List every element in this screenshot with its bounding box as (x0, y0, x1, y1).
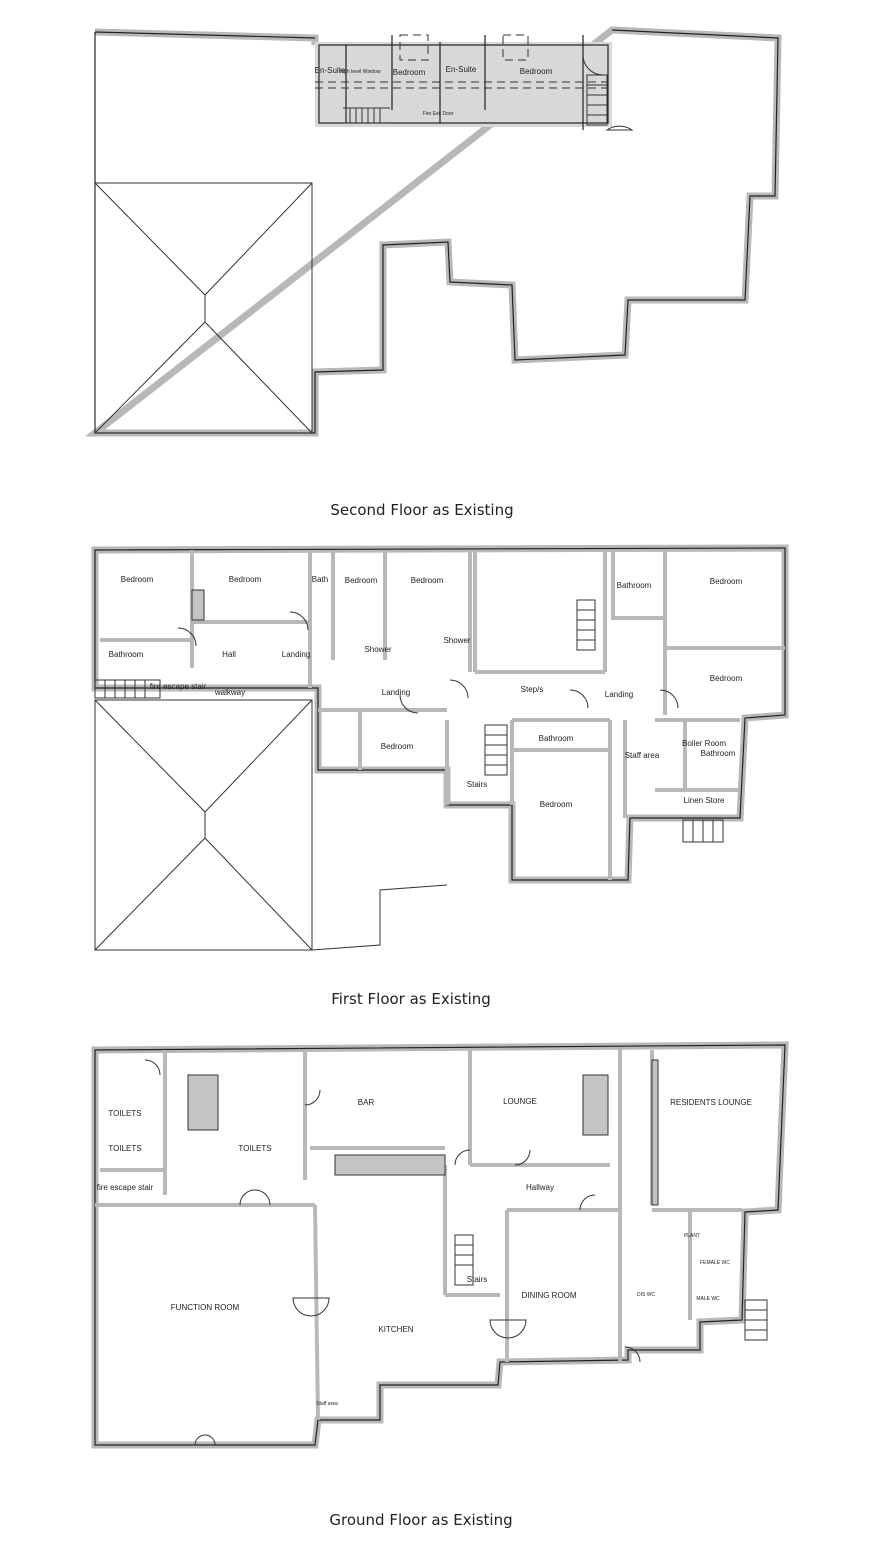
room-label: Shower (364, 645, 391, 654)
room-label: Bedroom (345, 576, 378, 585)
room-label: Landing (382, 688, 410, 697)
hipped-roof (94, 699, 448, 951)
ground-floor-caption: Ground Floor as Existing (329, 1511, 512, 1529)
room-label: Bathroom (701, 749, 736, 758)
room-label: Bathroom (539, 734, 574, 743)
room-label: Bath (312, 575, 328, 584)
room-label: KITCHEN (378, 1325, 413, 1334)
room-label: TOILETS (108, 1144, 141, 1153)
room-label: Linen Store (684, 796, 725, 805)
room-label: TOILETS (108, 1109, 141, 1118)
room-label: DIS WC (637, 1292, 655, 1298)
room-label: Step/s (521, 685, 544, 694)
room-label: TOILETS (238, 1144, 271, 1153)
room-label: DINING ROOM (521, 1291, 576, 1300)
hipped-roof (94, 182, 313, 434)
room-labels-ground-floor: TOILETS TOILETS TOILETS fire escape stai… (97, 1097, 752, 1407)
room-label: fire escape stair (150, 682, 207, 691)
room-label: Bedroom (121, 575, 154, 584)
room-label: FUNCTION ROOM (171, 1303, 240, 1312)
room-label: Bedroom (393, 68, 426, 77)
room-label: En-Suite (446, 65, 477, 74)
room-label: FEMALE WC (700, 1260, 730, 1266)
room-labels-second-floor: En-Suite High level Window Bedroom En-Su… (315, 65, 553, 117)
room-label: PLANT (684, 1233, 700, 1239)
room-label: MALE WC (696, 1296, 720, 1302)
room-label: Bedroom (710, 577, 743, 586)
room-label: RESIDENTS LOUNGE (670, 1098, 752, 1107)
room-label: Bedroom (520, 67, 553, 76)
room-label: Bedroom (229, 575, 262, 584)
room-label: Landing (605, 690, 633, 699)
room-label: En-Suite (315, 66, 346, 75)
room-label: Bedroom (411, 576, 444, 585)
room-label: Stairs (467, 780, 487, 789)
room-label: Boiler Room (682, 739, 726, 748)
room-labels-first-floor: Bedroom Bedroom Bath Bedroom Bedroom Bat… (109, 575, 743, 809)
room-label: Shower (443, 636, 470, 645)
room-label: Bathroom (109, 650, 144, 659)
second-floor-caption: Second Floor as Existing (330, 501, 513, 519)
room-label: High level Window (339, 69, 381, 75)
room-label: Bedroom (710, 674, 743, 683)
room-label: walkway (214, 688, 245, 697)
room-label: fire escape stair (97, 1183, 154, 1192)
room-label: Fire Exit Door (423, 111, 454, 117)
room-label: Bedroom (540, 800, 573, 809)
room-label: BAR (358, 1098, 375, 1107)
first-floor-caption: First Floor as Existing (331, 990, 491, 1008)
room-label: Landing (282, 650, 310, 659)
first-floor-plan: Bedroom Bedroom Bath Bedroom Bedroom Bat… (91, 544, 789, 1008)
room-label: Stairs (467, 1275, 487, 1284)
room-label: Bedroom (381, 742, 414, 751)
second-floor-plan: En-Suite High level Window Bedroom En-Su… (84, 26, 782, 519)
room-label: Staff area (316, 1401, 338, 1407)
room-label: Bathroom (617, 581, 652, 590)
ground-floor-plan: TOILETS TOILETS TOILETS fire escape stai… (91, 1041, 789, 1529)
room-label: Staff area (625, 751, 660, 760)
room-label: Hallway (526, 1183, 554, 1192)
room-label: Hall (222, 650, 236, 659)
room-label: LOUNGE (503, 1097, 537, 1106)
